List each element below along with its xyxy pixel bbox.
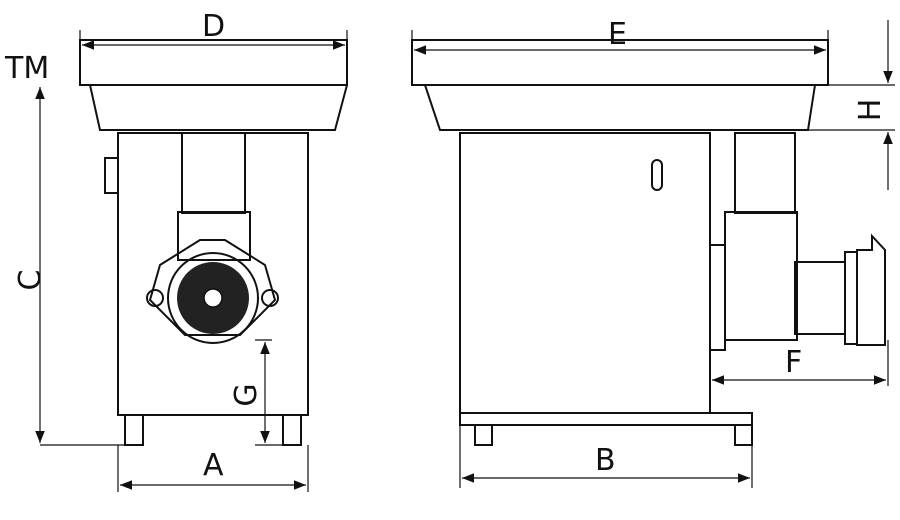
side-neck — [734, 132, 796, 214]
label-f: F — [785, 345, 802, 380]
front-head — [177, 211, 251, 261]
side-switch — [651, 159, 663, 191]
side-hopper — [424, 84, 816, 131]
front-neck — [181, 132, 246, 214]
label-c: C — [13, 270, 48, 291]
side-view — [411, 30, 895, 488]
side-flange — [709, 244, 726, 351]
front-bolt-right — [261, 289, 279, 307]
front-view — [40, 30, 348, 492]
label-d: D — [202, 9, 225, 44]
side-foot-right — [734, 424, 753, 446]
front-hopper — [89, 84, 348, 131]
side-foot-left — [474, 424, 493, 446]
side-tube — [794, 261, 846, 335]
front-switch — [104, 157, 119, 194]
front-bolt-left — [146, 289, 164, 307]
front-top-tray — [79, 39, 348, 86]
label-e: E — [608, 17, 627, 52]
side-body — [459, 132, 711, 414]
label-h: H — [853, 99, 888, 122]
label-g: G — [229, 383, 264, 406]
side-base-plate — [459, 412, 753, 426]
label-a: A — [203, 448, 224, 483]
label-b: B — [595, 443, 616, 478]
front-ring-nut — [148, 239, 277, 336]
side-ring-nut — [856, 233, 886, 346]
side-ring — [844, 251, 858, 345]
front-foot-left — [124, 414, 144, 446]
label-tm: TM — [4, 51, 49, 86]
side-head — [724, 211, 798, 341]
front-grinder-outer — [167, 252, 259, 344]
front-foot-right — [282, 414, 302, 446]
front-grinder-nut — [203, 288, 223, 308]
